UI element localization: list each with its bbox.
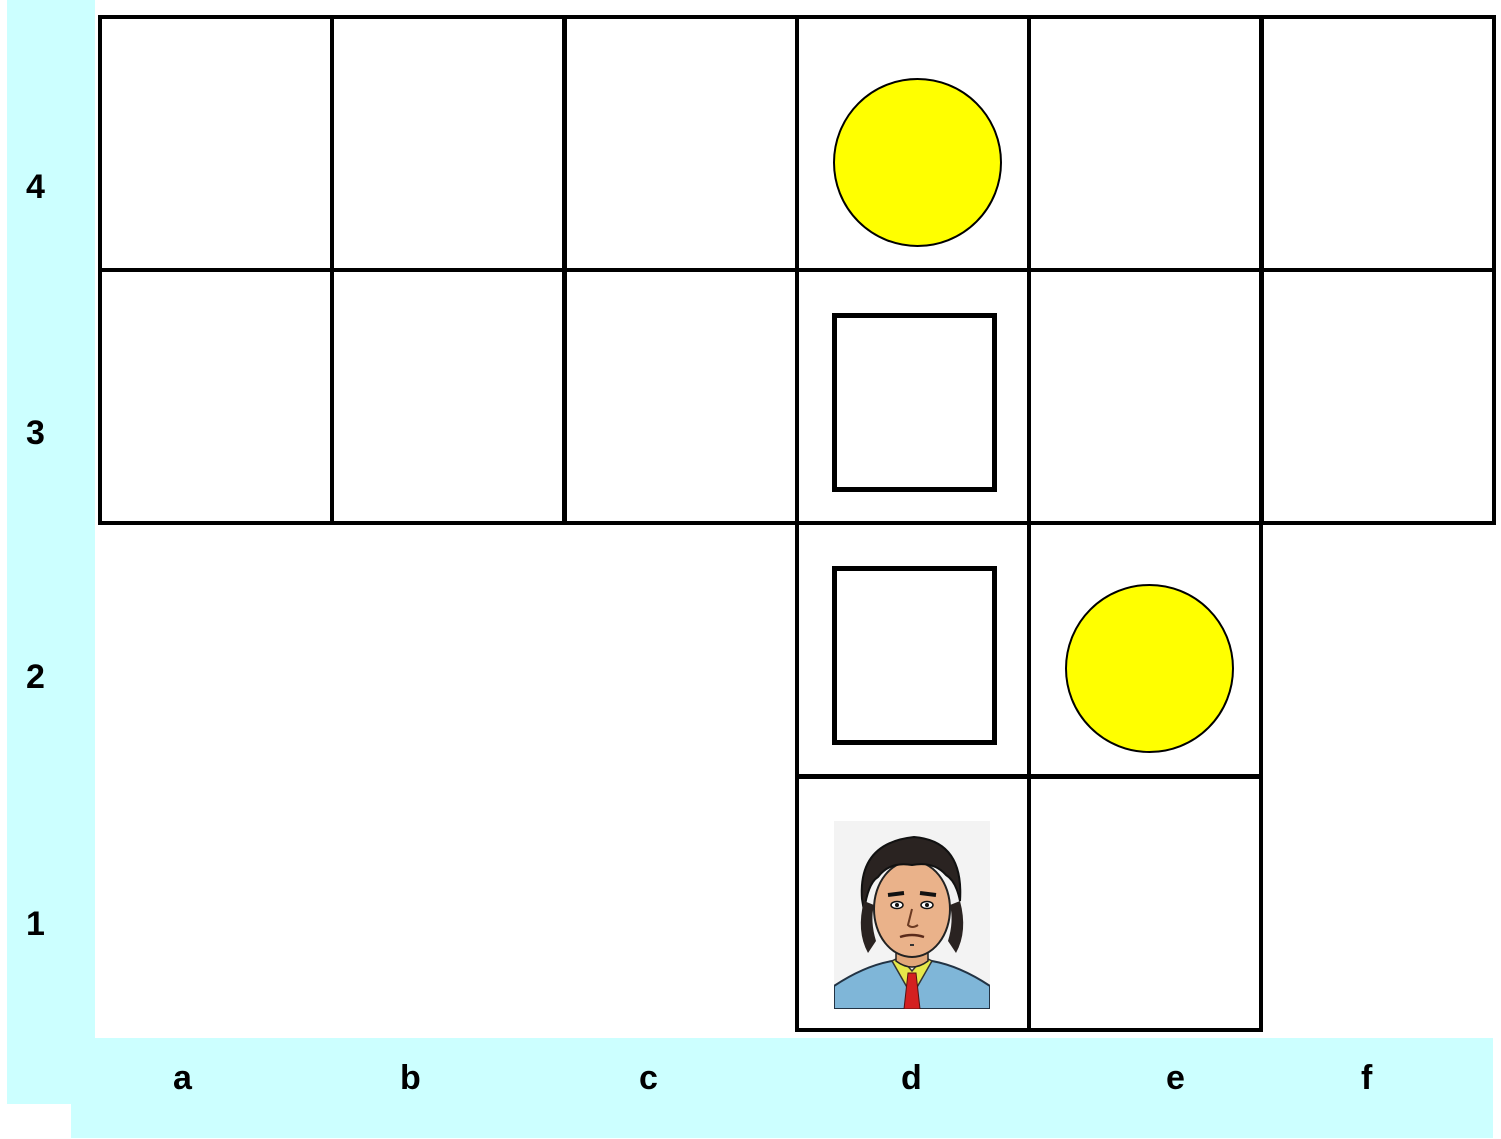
cell-b3[interactable]	[330, 268, 566, 525]
cell-a3[interactable]	[98, 268, 334, 525]
row-label-3: 3	[26, 416, 45, 450]
cell-f4[interactable]	[1260, 15, 1496, 272]
cell-c4[interactable]	[563, 15, 799, 272]
yellow-circle-icon[interactable]	[1065, 584, 1234, 753]
column-label-e: e	[1166, 1061, 1185, 1095]
row-label-band	[7, 0, 95, 1104]
row-label-1: 1	[26, 907, 45, 941]
cell-a4[interactable]	[98, 15, 334, 272]
cell-b4[interactable]	[330, 15, 566, 272]
cell-c3[interactable]	[563, 268, 799, 525]
checkered-block-icon[interactable]	[832, 313, 997, 492]
column-label-band	[71, 1038, 1493, 1138]
checkered-block-icon[interactable]	[832, 566, 997, 745]
cell-e1[interactable]	[1027, 775, 1263, 1032]
column-label-d: d	[901, 1061, 922, 1095]
yellow-circle-icon[interactable]	[833, 78, 1002, 247]
cell-e4[interactable]	[1027, 15, 1263, 272]
row-label-2: 2	[26, 660, 45, 694]
row-label-4: 4	[26, 170, 45, 204]
column-label-a: a	[173, 1061, 192, 1095]
column-label-b: b	[400, 1061, 421, 1095]
cell-e3[interactable]	[1027, 268, 1263, 525]
column-label-c: c	[639, 1061, 658, 1095]
column-label-f: f	[1361, 1061, 1372, 1095]
cell-f3[interactable]	[1260, 268, 1496, 525]
man-portrait-icon[interactable]	[834, 821, 990, 1009]
